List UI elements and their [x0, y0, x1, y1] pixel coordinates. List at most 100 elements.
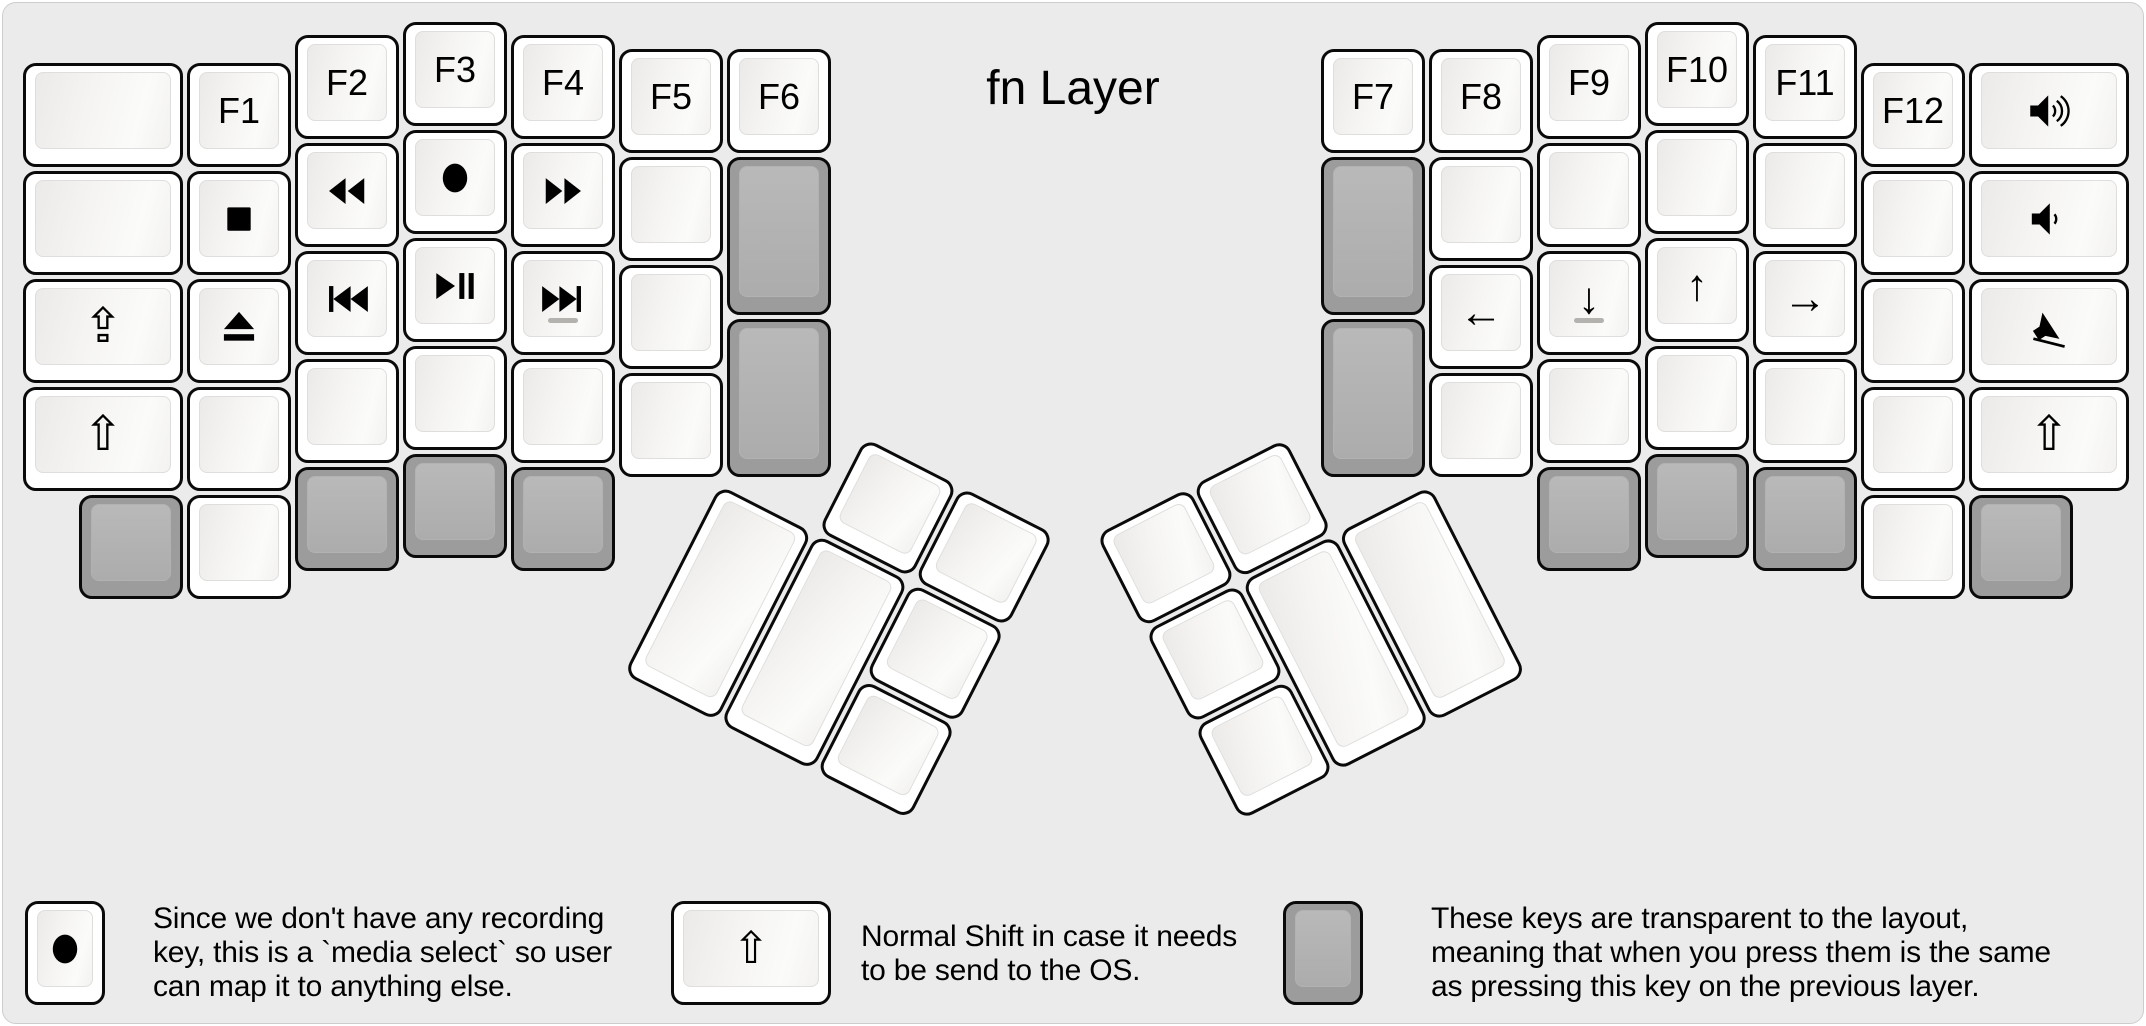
key-blank[interactable]: [619, 373, 723, 477]
key-f1[interactable]: F1: [187, 63, 291, 167]
key-blank[interactable]: [1861, 171, 1965, 275]
key-arrow-down[interactable]: ↓: [1537, 251, 1641, 355]
key-mute[interactable]: [1969, 279, 2129, 383]
key-f2-cap: F2: [307, 44, 387, 121]
key-transparent-cap: [523, 476, 603, 553]
key-play-pause-cap: [415, 247, 495, 324]
key-transparent[interactable]: [1321, 319, 1425, 477]
key-transparent[interactable]: [1753, 467, 1857, 571]
key-f6[interactable]: F6: [727, 49, 831, 153]
key-f12[interactable]: F12: [1861, 63, 1965, 167]
key-blank-cap: [199, 504, 279, 581]
key-transparent[interactable]: [1645, 454, 1749, 558]
eject-icon: [216, 304, 262, 350]
legend-transparent-key[interactable]: [1283, 901, 1363, 1005]
key-transparent[interactable]: [1969, 495, 2073, 599]
key-blank-cap: [1873, 504, 1953, 581]
key-fast-forward-cap: [523, 152, 603, 229]
key-blank[interactable]: [619, 157, 723, 261]
play-pause-icon: [432, 263, 478, 309]
key-blank[interactable]: [1861, 279, 1965, 383]
legend-shift-key[interactable]: ⇧: [671, 901, 831, 1005]
key-blank[interactable]: [23, 63, 183, 167]
key-arrow-left[interactable]: ←: [1429, 265, 1533, 369]
key-f10[interactable]: F10: [1645, 22, 1749, 126]
key-next-track[interactable]: [511, 251, 615, 355]
key-blank[interactable]: [1645, 130, 1749, 234]
key-blank[interactable]: [1645, 346, 1749, 450]
key-label: F3: [433, 48, 476, 90]
key-f4[interactable]: F4: [511, 35, 615, 139]
key-blank-cap: [1873, 180, 1953, 257]
key-record[interactable]: [403, 130, 507, 234]
key-blank[interactable]: [1429, 157, 1533, 261]
key-thumb-blank-cap: [933, 500, 1040, 606]
mute-icon: [2024, 302, 2074, 352]
key-thumb-blank-cap: [1110, 501, 1218, 607]
key-blank[interactable]: [511, 359, 615, 463]
key-caps-lock[interactable]: ⇪: [23, 279, 183, 383]
key-transparent[interactable]: [1321, 157, 1425, 315]
key-blank-cap: [1549, 152, 1629, 229]
key-transparent[interactable]: [403, 454, 507, 558]
key-fast-forward[interactable]: [511, 143, 615, 247]
homing-bar: [548, 318, 578, 323]
key-shift-left[interactable]: ⇧: [23, 387, 183, 491]
key-play-pause[interactable]: [403, 238, 507, 342]
key-blank[interactable]: [1861, 495, 1965, 599]
key-transparent[interactable]: [727, 157, 831, 315]
key-blank[interactable]: [619, 265, 723, 369]
key-label: F2: [325, 61, 368, 103]
key-shift-left-cap: ⇧: [35, 396, 171, 473]
key-arrow-right[interactable]: →: [1753, 251, 1857, 355]
key-volume-down[interactable]: [1969, 171, 2129, 275]
key-transparent-cap: [1765, 476, 1845, 553]
key-blank[interactable]: [1537, 143, 1641, 247]
key-blank[interactable]: [403, 346, 507, 450]
key-f5[interactable]: F5: [619, 49, 723, 153]
key-label: F5: [649, 75, 692, 117]
key-prev-track[interactable]: [295, 251, 399, 355]
key-blank[interactable]: [1537, 359, 1641, 463]
key-transparent-cap: [307, 476, 387, 553]
key-rewind[interactable]: [295, 143, 399, 247]
key-transparent[interactable]: [511, 467, 615, 571]
caps-lock-icon: ⇪: [82, 299, 124, 353]
arrow-down-icon: ↓: [1578, 273, 1600, 323]
key-f7[interactable]: F7: [1321, 49, 1425, 153]
key-transparent[interactable]: [727, 319, 831, 477]
key-transparent[interactable]: [1537, 467, 1641, 571]
key-volume-up[interactable]: [1969, 63, 2129, 167]
record-icon: [432, 155, 478, 201]
key-blank[interactable]: [1753, 143, 1857, 247]
key-blank[interactable]: [1753, 359, 1857, 463]
key-blank[interactable]: [1861, 387, 1965, 491]
key-blank[interactable]: [23, 171, 183, 275]
key-transparent-cap: [1333, 328, 1413, 459]
key-shift-right[interactable]: ⇧: [1969, 387, 2129, 491]
key-blank[interactable]: [187, 387, 291, 491]
key-blank[interactable]: [1429, 373, 1533, 477]
key-f9[interactable]: F9: [1537, 35, 1641, 139]
key-thumb-blank-cap: [1208, 693, 1316, 799]
key-blank[interactable]: [295, 359, 399, 463]
key-caps-lock-cap: ⇪: [35, 288, 171, 365]
key-transparent[interactable]: [79, 495, 183, 599]
legend-text-shift: Normal Shift in case it needs to be send…: [861, 920, 1238, 987]
legend-record-key[interactable]: [25, 901, 105, 1005]
legend-text-record: Since we don't have any recording key, t…: [153, 902, 612, 1003]
key-blank-cap: [307, 368, 387, 445]
key-f1-cap: F1: [199, 72, 279, 149]
record-icon: [42, 926, 88, 972]
key-stop[interactable]: [187, 171, 291, 275]
key-f2[interactable]: F2: [295, 35, 399, 139]
key-blank[interactable]: [187, 495, 291, 599]
key-transparent[interactable]: [295, 467, 399, 571]
key-next-track-cap: [523, 260, 603, 337]
key-arrow-up[interactable]: ↑: [1645, 238, 1749, 342]
key-eject[interactable]: [187, 279, 291, 383]
key-transparent-cap: [91, 504, 171, 581]
key-f3[interactable]: F3: [403, 22, 507, 126]
key-f11[interactable]: F11: [1753, 35, 1857, 139]
key-f8[interactable]: F8: [1429, 49, 1533, 153]
